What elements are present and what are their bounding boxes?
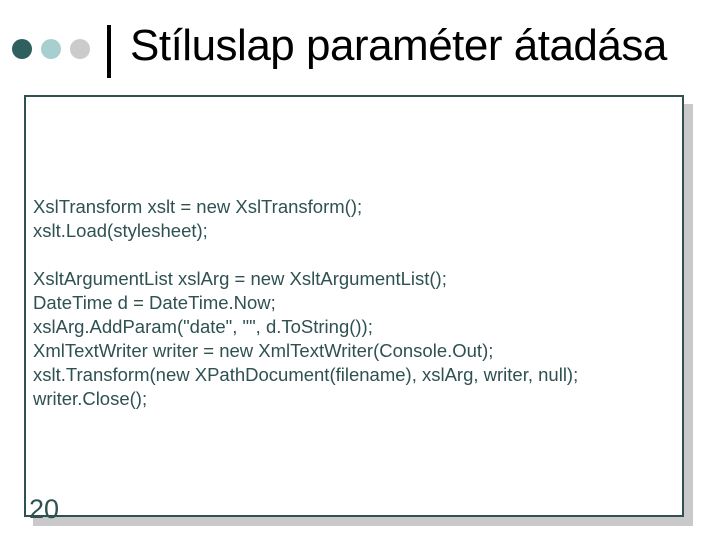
code-line: XmlTextWriter writer = new XmlTextWriter… (33, 340, 494, 361)
code-area: XslTransform xslt = new XslTransform(); … (26, 97, 682, 411)
code-line: DateTime d = DateTime.Now; (33, 292, 276, 313)
page-number: 20 (29, 494, 60, 524)
title-divider-line (107, 25, 111, 78)
code-line: XslTransform xslt = new XslTransform(); (33, 196, 363, 217)
code-line: xslt.Transform(new XPathDocument(filenam… (33, 364, 579, 385)
code-line: xslArg.AddParam("date", "", d.ToString()… (33, 316, 373, 337)
gray-dot-icon (70, 39, 90, 59)
title-bullet-dots (12, 39, 90, 59)
code-block-1: XslTransform xslt = new XslTransform(); … (33, 195, 676, 243)
light-teal-dot-icon (41, 39, 61, 59)
dark-teal-dot-icon (12, 39, 32, 59)
code-line: writer.Close(); (33, 388, 148, 409)
code-block-2: XsltArgumentList xslArg = new XsltArgume… (33, 267, 676, 411)
code-panel: XslTransform xslt = new XslTransform(); … (24, 95, 684, 517)
code-line: xslt.Load(stylesheet); (33, 220, 208, 241)
slide-title: Stíluslap paraméter átadása (130, 21, 667, 70)
code-line: XsltArgumentList xslArg = new XsltArgume… (33, 268, 447, 289)
